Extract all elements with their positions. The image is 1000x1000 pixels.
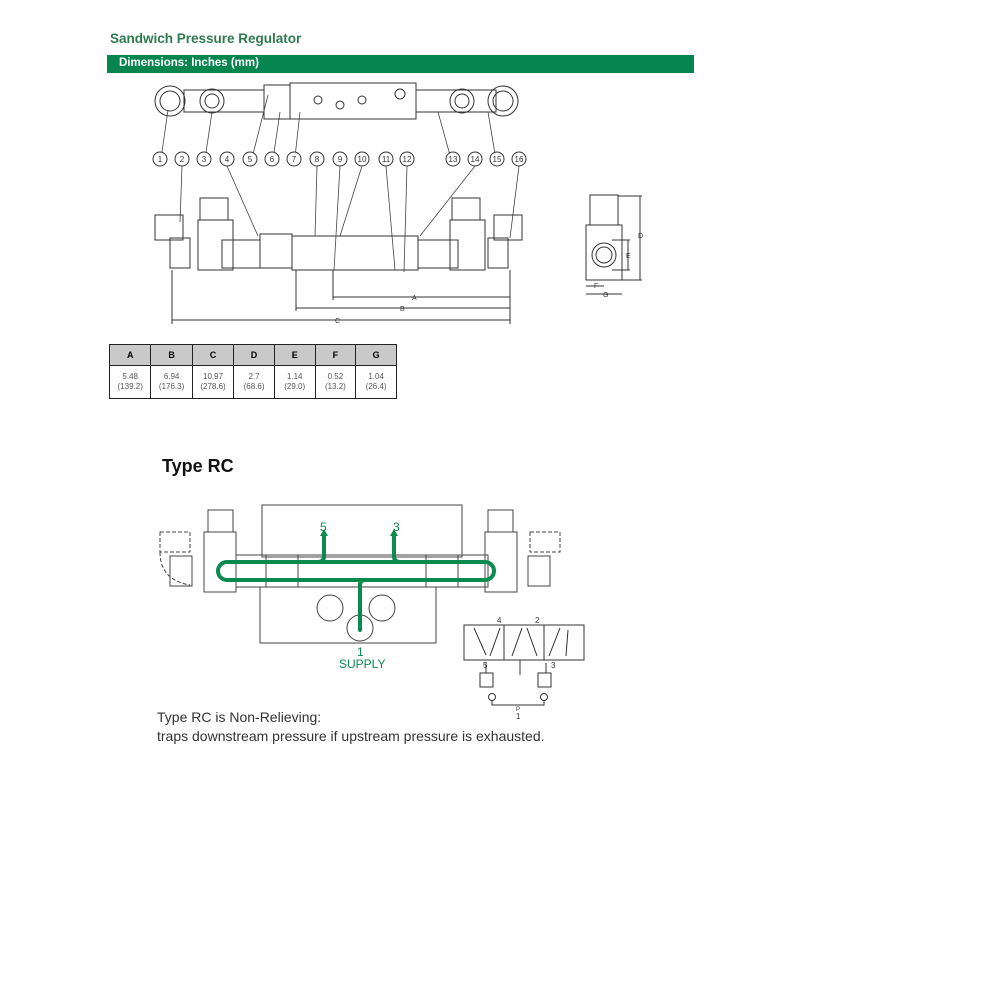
table-cell: 10.97(278.6) [191, 365, 235, 399]
port-5-label: 5 [320, 520, 327, 534]
schematic-port-1: 1 [516, 712, 521, 720]
schematic-port-2: 2 [535, 616, 540, 625]
callout-number: 1 [158, 155, 163, 164]
callout-circle [354, 151, 370, 167]
callout-number: 16 [515, 155, 524, 164]
callout-number: 10 [358, 155, 367, 164]
callout-circle [511, 151, 527, 167]
value-mm: (68.6) [243, 382, 265, 391]
table-header-cell: G [355, 344, 397, 366]
section-header-bar: Dimensions: Inches (mm) [107, 55, 694, 73]
callout-circle [378, 151, 394, 167]
callout-circle [242, 151, 258, 167]
port-3-label: 3 [393, 520, 400, 534]
supply-label: SUPPLY [339, 657, 385, 671]
callout-number: 2 [180, 155, 185, 164]
callout-circle [445, 151, 461, 167]
callout-circle [219, 151, 235, 167]
table-header-cell: A [108, 344, 152, 366]
callout-leader [385, 165, 396, 271]
callout-number: 13 [449, 155, 458, 164]
value-inches: 1.14 [286, 372, 303, 381]
callout-circle [196, 151, 212, 167]
value-mm: (139.2) [117, 382, 143, 391]
front-view [154, 197, 523, 324]
callout-leader [226, 165, 259, 237]
value-mm: (13.2) [324, 382, 346, 391]
callout-leader [403, 165, 408, 273]
page-title: Sandwich Pressure Regulator [110, 31, 302, 46]
dim-label-g: G [603, 292, 608, 299]
top-view [154, 82, 519, 120]
callout-circle [286, 151, 302, 167]
value-inches: 0.52 [327, 372, 344, 381]
dim-label-b: B [400, 306, 405, 313]
value-mm: (176.3) [158, 382, 185, 391]
valve-assembly [159, 504, 561, 644]
callout-leader [509, 165, 520, 239]
schematic-port-3: 3 [551, 661, 556, 670]
side-view [585, 194, 642, 295]
callout-leader [314, 165, 318, 237]
value-inches: 5.48 [122, 372, 138, 381]
callout-number: 11 [382, 155, 391, 164]
callout-number: 4 [225, 155, 230, 164]
value-mm: (29.0) [284, 382, 306, 391]
table-cell: 2.7(68.6) [233, 365, 275, 399]
callout-circle [264, 151, 280, 167]
dim-label-c: C [335, 318, 340, 325]
table-header-cell: D [233, 344, 275, 366]
value-inches: 6.94 [163, 372, 180, 381]
table-cell: 5.48(139.2) [108, 365, 152, 399]
callout-leader [179, 165, 183, 223]
callout-number: 5 [248, 155, 253, 164]
dim-label-d: D [638, 233, 643, 240]
callout-number: 12 [403, 155, 412, 164]
callout-circle [332, 151, 348, 167]
callout-circle [489, 151, 505, 167]
table-header-cell: C [191, 344, 235, 366]
callout-leader [333, 165, 341, 271]
callout-number: 14 [471, 155, 480, 164]
note-line-1: Type RC is Non-Relieving: [157, 709, 322, 725]
note-line-2: traps downstream pressure if upstream pr… [157, 728, 545, 744]
callout-number: 7 [292, 155, 297, 164]
callout-leader [419, 165, 476, 237]
value-inches: 10.97 [203, 372, 224, 381]
dim-label-a: A [412, 295, 417, 302]
section-title: Dimensions: Inches (mm) [119, 57, 259, 69]
schematic-port-4: 4 [497, 616, 502, 625]
callout-number: 3 [202, 155, 207, 164]
value-mm: (26.4) [365, 382, 387, 391]
value-inches: 2.7 [248, 372, 260, 381]
table-cell: 0.52(13.2) [314, 365, 357, 399]
flow-path [216, 532, 496, 632]
callout-number: 6 [270, 155, 275, 164]
callout-circle [399, 151, 415, 167]
value-mm: (278.6) [200, 382, 226, 391]
port-1-label: 1 [357, 645, 364, 659]
callout-number: 8 [315, 155, 320, 164]
callout-circle [467, 151, 483, 167]
schematic-port-p: P [516, 707, 520, 713]
callout-number: 9 [338, 155, 343, 164]
type-rc-title: Type RC [162, 456, 234, 476]
callout-leader [339, 165, 363, 237]
table-cell: 1.04(26.4) [355, 365, 397, 399]
schematic-port-5: 5 [483, 661, 488, 670]
callout-number: 15 [493, 155, 502, 164]
value-inches: 1.04 [368, 372, 384, 381]
table-cell: 6.94(176.3) [150, 365, 193, 399]
callout-circle [309, 151, 325, 167]
valve-schematic [463, 624, 585, 706]
type-rc-diagram: 5 3 1 SUPPLY 4 2 5 3 P 1 [159, 504, 585, 720]
callout-circle [152, 151, 168, 167]
callout-circle [174, 151, 190, 167]
